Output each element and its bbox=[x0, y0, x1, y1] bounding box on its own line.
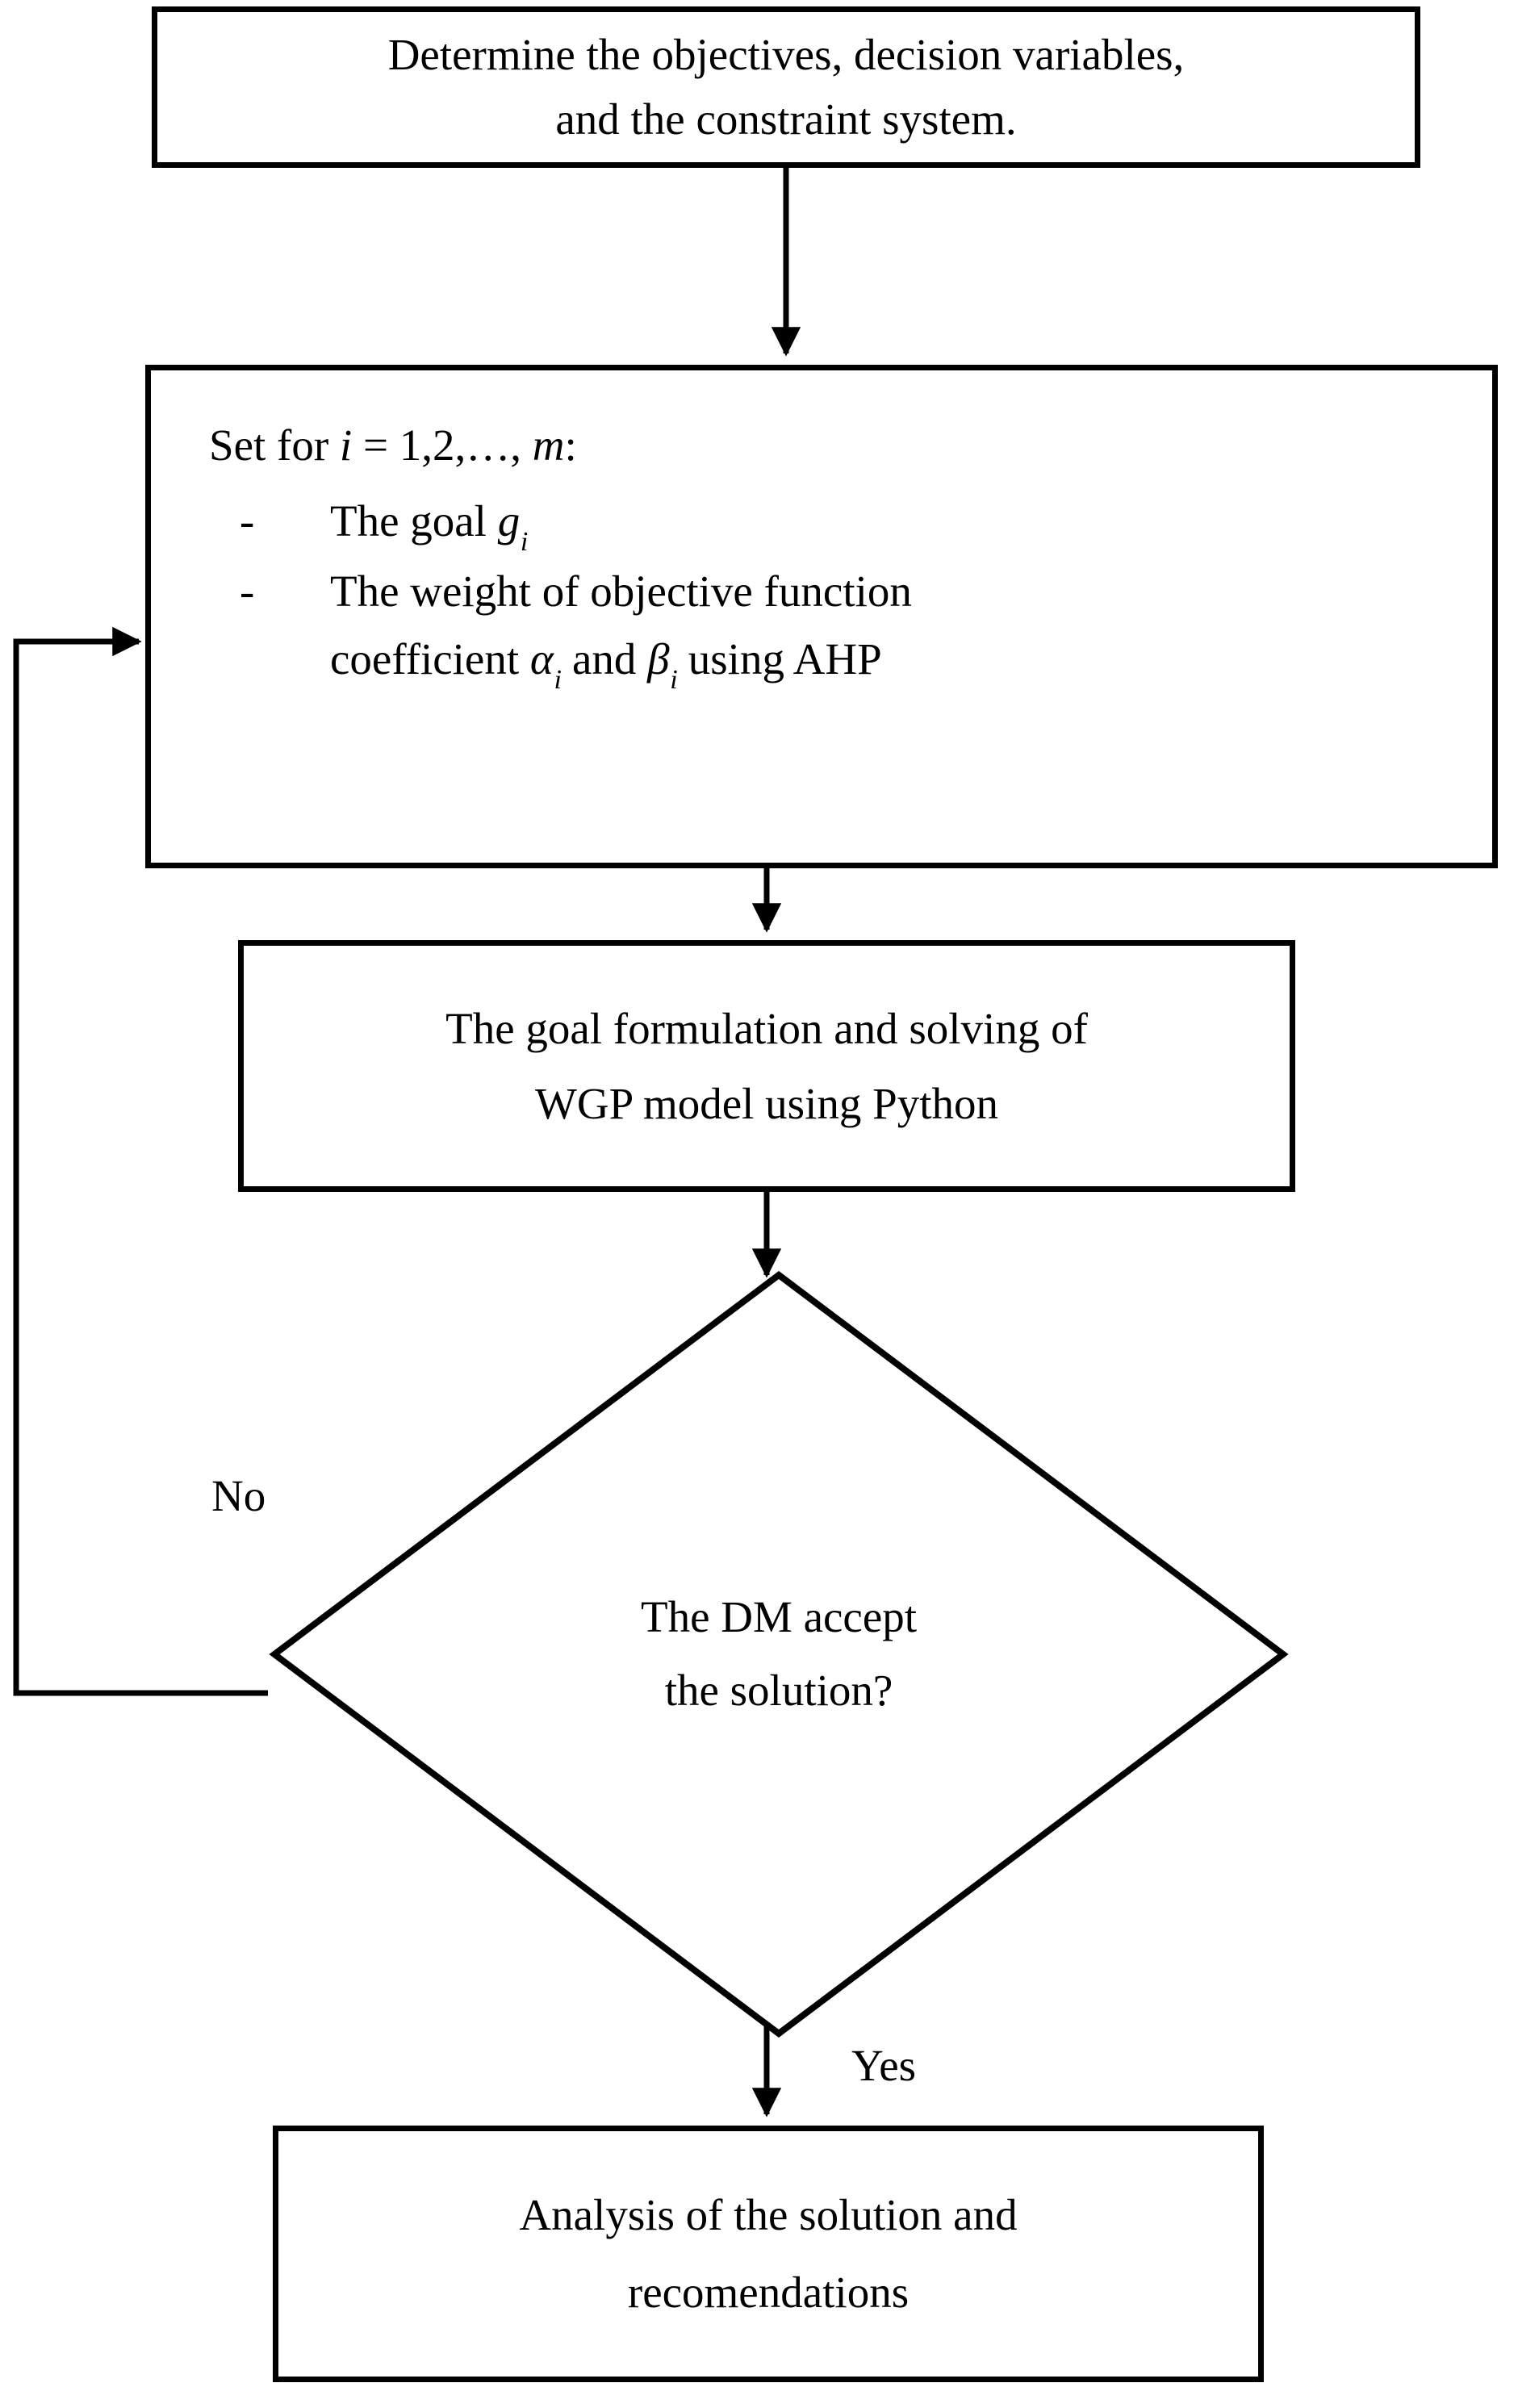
line2-suffix: using AHP bbox=[677, 633, 882, 684]
node-set-parameters[interactable]: Set for i = 1,2,…, m: - The goal gi - Th… bbox=[145, 365, 1498, 868]
node-line: The goal formulation and solving of bbox=[445, 1003, 1088, 1053]
headline-colon: : bbox=[564, 420, 577, 470]
symbol-alpha: α bbox=[529, 633, 554, 684]
list-item: - The goal gi bbox=[151, 487, 1492, 558]
line2-prefix: coefficient bbox=[330, 633, 530, 684]
headline-suffix: = 1,2,…, bbox=[352, 420, 533, 470]
node-bullet-list: - The goal gi - The weight of objective … bbox=[151, 487, 1492, 696]
node-determine-objectives[interactable]: Determine the objectives, decision varia… bbox=[152, 6, 1420, 168]
edge-label-yes: Yes bbox=[851, 2041, 917, 2090]
line2-mid: and bbox=[561, 633, 648, 684]
bullet-text-prefix: The goal bbox=[330, 495, 498, 546]
subscript-i: i bbox=[554, 665, 562, 696]
node-line: recomendations bbox=[627, 2268, 910, 2317]
node-headline: Set for i = 1,2,…, m: bbox=[151, 412, 577, 479]
edge-label-no: No bbox=[211, 1471, 266, 1520]
node-goal-formulation[interactable]: The goal formulation and solving of WGP … bbox=[238, 940, 1295, 1192]
headline-variable-m: m bbox=[532, 420, 565, 470]
subscript-i: i bbox=[670, 665, 678, 696]
node-line: WGP model using Python bbox=[535, 1079, 998, 1128]
node-line: Determine the objectives, decision varia… bbox=[387, 30, 1185, 80]
bullet-line-2: coefficient αi and βi using AHP bbox=[330, 625, 1492, 696]
symbol-g: g bbox=[497, 495, 521, 546]
symbol-beta: β bbox=[647, 633, 670, 684]
bullet-line-1: The weight of objective function bbox=[330, 566, 912, 617]
headline-prefix: Set for bbox=[209, 420, 340, 470]
list-item: - The weight of objective function coeff… bbox=[151, 558, 1492, 696]
headline-variable-i: i bbox=[339, 420, 353, 470]
bullet-dash: - bbox=[240, 495, 255, 546]
node-line: Analysis of the solution and bbox=[519, 2189, 1018, 2239]
bullet-dash: - bbox=[240, 566, 255, 617]
subscript-i: i bbox=[520, 526, 529, 557]
node-decision-dm-accept[interactable]: The DM accept the solution? bbox=[266, 1267, 1291, 2042]
diamond-shape bbox=[269, 1270, 1289, 2038]
node-analysis-recommendations[interactable]: Analysis of the solution and recomendati… bbox=[273, 2126, 1264, 2382]
node-line: and the constraint system. bbox=[555, 94, 1017, 144]
bullet-text: The goal gi bbox=[330, 487, 1492, 558]
bullet-text: The weight of objective function coeffic… bbox=[330, 558, 1492, 696]
